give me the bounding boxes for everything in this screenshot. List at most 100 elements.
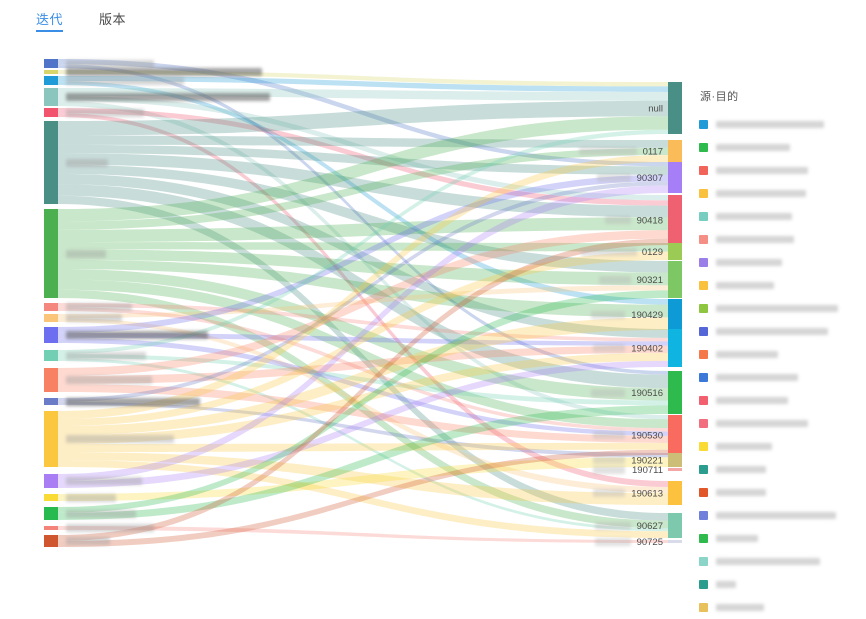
sankey-target-node[interactable] — [668, 243, 682, 260]
legend-item[interactable] — [699, 159, 866, 182]
sankey-link[interactable] — [58, 405, 668, 520]
sankey-link[interactable] — [58, 64, 668, 375]
legend-item[interactable] — [699, 251, 866, 274]
sankey-source-node[interactable] — [44, 494, 58, 501]
sankey-link[interactable] — [58, 81, 668, 305]
sankey-link[interactable] — [58, 360, 668, 488]
sankey-link[interactable] — [58, 318, 668, 493]
legend-item[interactable] — [699, 504, 866, 527]
sankey-link[interactable] — [58, 88, 668, 101]
sankey-link[interactable] — [58, 460, 668, 538]
sankey-source-node[interactable] — [44, 59, 58, 68]
legend-item[interactable] — [699, 274, 866, 297]
sankey-source-node[interactable] — [44, 314, 58, 322]
sankey-link[interactable] — [58, 108, 668, 206]
sankey-link[interactable] — [58, 174, 668, 333]
sankey-link[interactable] — [58, 185, 668, 481]
legend-item[interactable] — [699, 136, 866, 159]
sankey-link[interactable] — [58, 242, 668, 252]
sankey-link[interactable] — [58, 96, 668, 201]
sankey-source-node[interactable] — [44, 526, 58, 530]
sankey-source-node[interactable] — [44, 327, 58, 343]
sankey-link[interactable] — [58, 289, 668, 529]
sankey-target-node[interactable] — [668, 195, 682, 245]
legend-item[interactable] — [699, 412, 866, 435]
sankey-target-node[interactable] — [668, 513, 682, 538]
legend-item[interactable] — [699, 481, 866, 504]
sankey-link[interactable] — [58, 358, 668, 532]
legend-item[interactable] — [699, 205, 866, 228]
sankey-link[interactable] — [58, 352, 668, 444]
sankey-source-node[interactable] — [44, 535, 58, 547]
legend-item[interactable] — [699, 320, 866, 343]
legend-item[interactable] — [699, 435, 866, 458]
sankey-target-node[interactable] — [668, 540, 682, 543]
legend-item[interactable] — [699, 366, 866, 389]
sankey-link[interactable] — [58, 303, 668, 342]
sankey-source-node[interactable] — [44, 70, 58, 74]
legend-item[interactable] — [699, 228, 866, 251]
sankey-link[interactable] — [58, 317, 668, 435]
sankey-target-node[interactable] — [668, 299, 682, 330]
sankey-link[interactable] — [58, 333, 668, 346]
sankey-source-node[interactable] — [44, 209, 58, 298]
sankey-link[interactable] — [58, 259, 668, 318]
legend-item[interactable] — [699, 343, 866, 366]
sankey-link[interactable] — [58, 526, 668, 543]
sankey-link[interactable] — [58, 144, 668, 175]
sankey-link[interactable] — [58, 184, 668, 389]
sankey-link[interactable] — [58, 100, 668, 136]
sankey-source-node[interactable] — [44, 474, 58, 488]
sankey-link[interactable] — [58, 384, 668, 443]
sankey-link[interactable] — [58, 449, 668, 547]
sankey-link[interactable] — [58, 290, 668, 513]
sankey-target-node[interactable] — [668, 82, 682, 134]
sankey-link[interactable] — [58, 354, 668, 406]
sankey-source-node[interactable] — [44, 108, 58, 117]
sankey-source-node[interactable] — [44, 411, 58, 467]
sankey-target-node[interactable] — [668, 371, 682, 414]
sankey-target-node[interactable] — [668, 140, 682, 162]
sankey-link[interactable] — [58, 59, 668, 167]
sankey-link[interactable] — [58, 251, 668, 427]
sankey-link[interactable] — [58, 164, 668, 273]
sankey-link[interactable] — [58, 307, 668, 432]
sankey-target-node[interactable] — [668, 415, 682, 455]
sankey-link[interactable] — [58, 153, 668, 218]
sankey-link[interactable] — [58, 181, 668, 402]
legend-item[interactable] — [699, 113, 866, 136]
sankey-link[interactable] — [58, 147, 668, 230]
legend-item[interactable] — [699, 527, 866, 550]
sankey-link[interactable] — [58, 452, 668, 505]
tab-iteration[interactable]: 迭代 — [36, 9, 64, 32]
legend-item[interactable] — [699, 458, 866, 481]
sankey-source-node[interactable] — [44, 121, 58, 204]
sankey-target-node[interactable] — [668, 481, 682, 505]
sankey-link[interactable] — [58, 116, 668, 222]
sankey-link[interactable] — [58, 402, 668, 458]
sankey-source-node[interactable] — [44, 88, 58, 106]
legend-item[interactable] — [699, 550, 866, 573]
sankey-source-node[interactable] — [44, 303, 58, 311]
sankey-source-node[interactable] — [44, 76, 58, 85]
legend-item[interactable] — [699, 573, 866, 596]
sankey-target-node[interactable] — [668, 453, 682, 467]
sankey-link[interactable] — [58, 129, 668, 354]
sankey-link[interactable] — [58, 135, 668, 148]
sankey-source-node[interactable] — [44, 350, 58, 361]
legend-item[interactable] — [699, 596, 866, 619]
sankey-link[interactable] — [58, 154, 668, 419]
sankey-link[interactable] — [58, 217, 668, 243]
sankey-source-node[interactable] — [44, 398, 58, 405]
sankey-link[interactable] — [58, 285, 668, 318]
sankey-link[interactable] — [58, 345, 668, 384]
sankey-link[interactable] — [58, 238, 668, 542]
sankey-link[interactable] — [58, 442, 668, 452]
sankey-link[interactable] — [58, 457, 668, 501]
sankey-link[interactable] — [58, 249, 668, 286]
sankey-target-node[interactable] — [668, 261, 682, 298]
sankey-target-node[interactable] — [668, 329, 682, 367]
sankey-source-node[interactable] — [44, 507, 58, 520]
legend-item[interactable] — [699, 389, 866, 412]
sankey-link[interactable] — [58, 76, 668, 92]
